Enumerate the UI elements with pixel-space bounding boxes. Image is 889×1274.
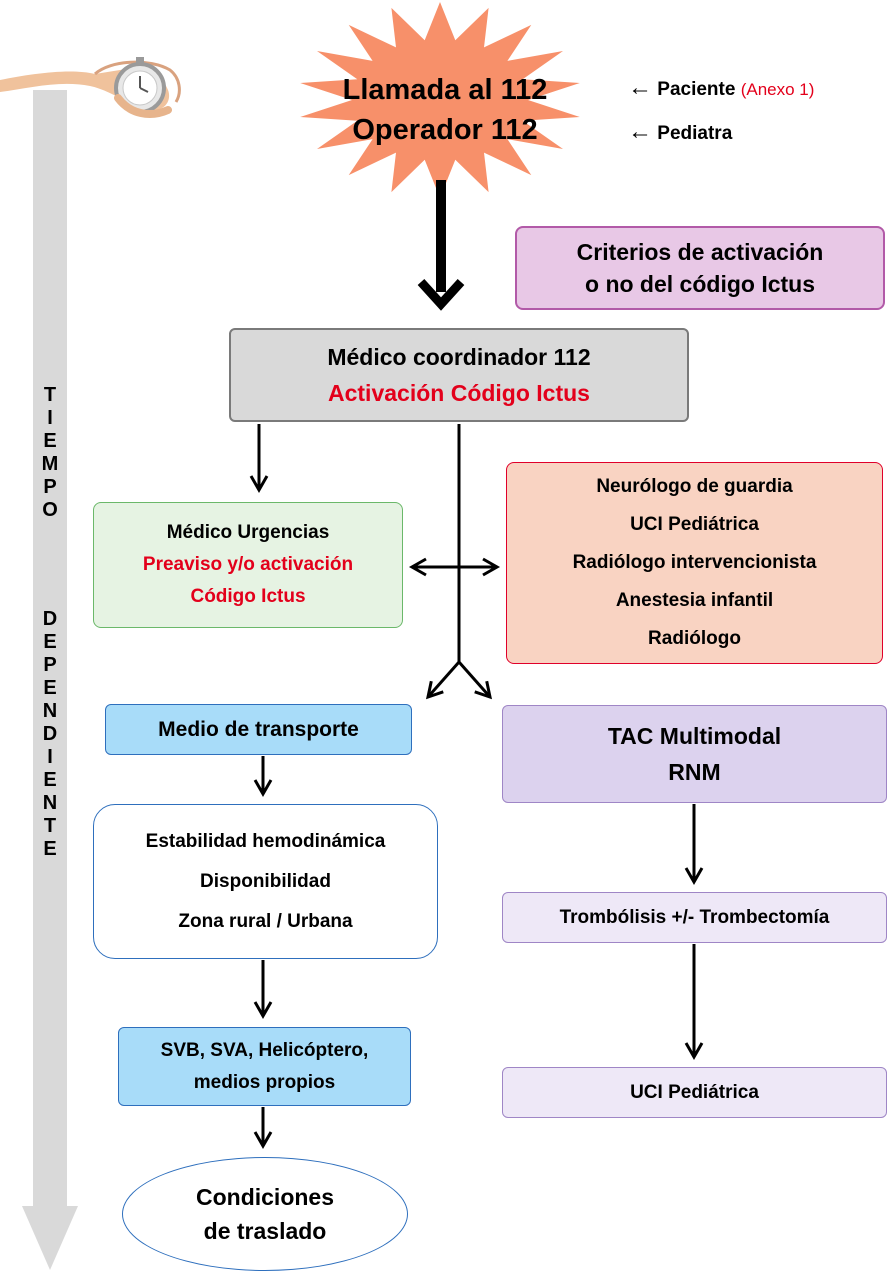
arrow-left-icon: ← [628, 118, 652, 145]
team-box: Neurólogo de guardia UCI Pediátrica Radi… [506, 462, 883, 664]
call-line1: Llamada al 112 [342, 74, 548, 106]
arrow-call-to-coordinator-head [417, 278, 465, 311]
transport-box: Medio de transporte [105, 704, 412, 755]
treatment-box: Trombólisis +/- Trombectomía [502, 892, 887, 943]
stopwatch-hand-icon [0, 57, 181, 118]
call-starburst [300, 2, 580, 198]
conditions-ellipse: Condiciones de traslado [122, 1157, 408, 1271]
factors-box: Estabilidad hemodinámica Disponibilidad … [93, 804, 438, 959]
arrow-left-icon: ← [628, 74, 652, 101]
fork-left [425, 661, 461, 700]
fork-right [457, 661, 493, 700]
coordinator-box: Médico coordinador 112 Activación Código… [229, 328, 689, 422]
imaging-box: TAC Multimodal RNM [502, 705, 887, 803]
vehicles-box: SVB, SVA, Helicóptero, medios propios [118, 1027, 411, 1106]
source-patient: ← Paciente (Anexo 1) [628, 74, 815, 101]
starburst-shape [300, 2, 580, 198]
source-pediatrician: ← Pediatra [628, 118, 733, 145]
call-line2: Operador 112 [352, 114, 538, 146]
icu-box: UCI Pediátrica [502, 1067, 887, 1118]
call-text: Llamada al 112 Operador 112 [305, 62, 585, 158]
criteria-box: Criterios de activación o no del código … [515, 226, 885, 310]
emergency-box: Médico Urgencias Preaviso y/o activación… [93, 502, 403, 628]
